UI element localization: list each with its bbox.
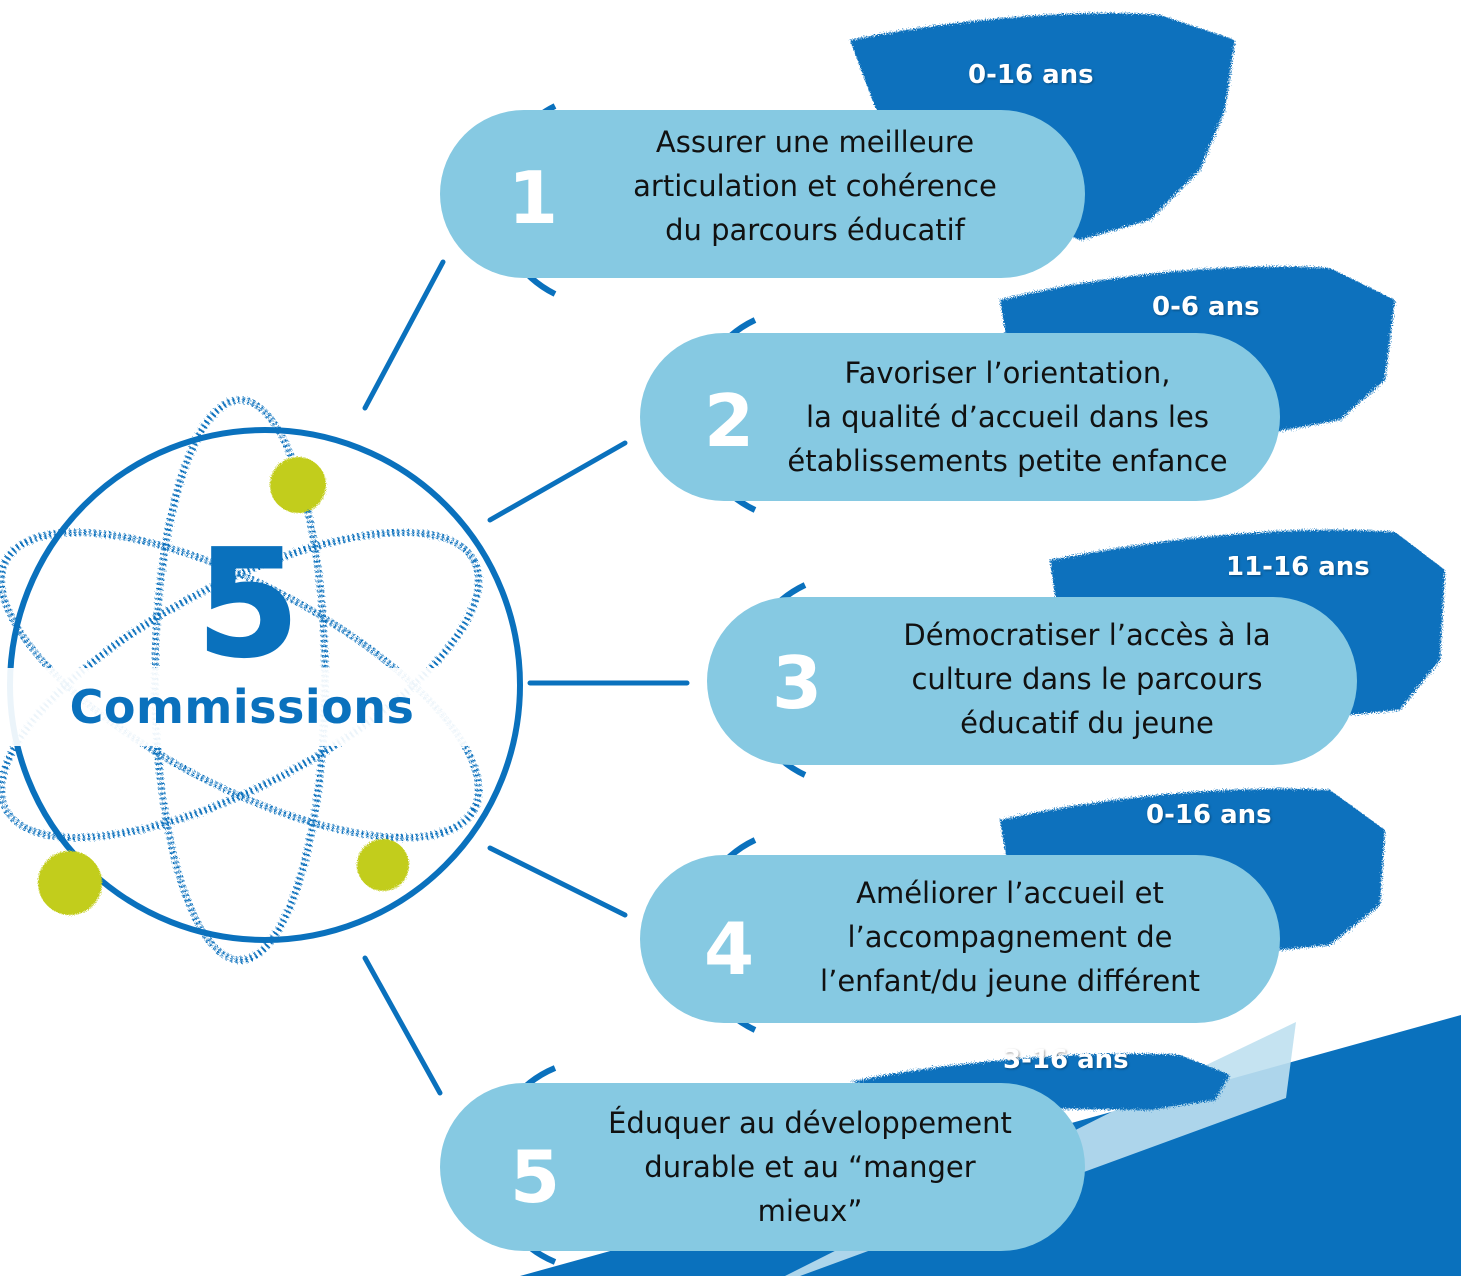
commission-5-line-2: durable et au “manger [644,1150,976,1184]
commission-2-line-2: la qualité d’accueil dans les [806,400,1209,434]
commission-4-line-2: l’accompagnement de [847,920,1173,954]
age-label-1: 0-16 ans [968,60,1094,90]
commission-card-2: 2 Favoriser l’orientation, la qualité d’… [640,333,1280,501]
electron-3 [357,839,409,891]
age-label-4: 0-16 ans [1146,800,1272,830]
commission-card-1: 1 Assurer une meilleure articulation et … [440,110,1085,278]
commission-text-3: Démocratiser l’accès à la culture dans l… [852,613,1322,745]
commission-card-5: 5 Éduquer au développement durable et au… [440,1083,1085,1251]
commission-number-1: 1 [508,156,559,240]
connector-1 [362,259,446,411]
orbit-tilt-left [0,528,483,842]
commission-text-1: Assurer une meilleure articulation et co… [580,120,1050,252]
commission-number-3: 3 [772,641,823,725]
commission-3-line-3: éducatif du jeune [960,706,1214,740]
connector-4 [487,845,628,918]
commission-4-line-1: Améliorer l’accueil et [856,876,1164,910]
commission-2-line-1: Favoriser l’orientation, [844,356,1171,390]
connector-5 [362,955,443,1096]
commission-2-line-3: établissements petite enfance [787,444,1228,478]
age-label-2: 0-6 ans [1152,292,1260,322]
commission-number-2: 2 [704,379,755,463]
commission-1-line-3: du parcours éducatif [665,213,965,247]
age-label-3: 11-16 ans [1226,552,1370,582]
commission-text-2: Favoriser l’orientation, la qualité d’ac… [740,351,1275,483]
electron-1 [270,457,326,513]
orbit-tilt-right [0,528,483,842]
commission-4-line-3: l’enfant/du jeune différent [820,964,1200,998]
commission-3-line-1: Démocratiser l’accès à la [903,618,1271,652]
connector-2 [487,440,628,523]
commission-card-3: 3 Démocratiser l’accès à la culture dans… [707,597,1357,765]
commission-5-line-1: Éduquer au développement [608,1106,1012,1140]
commission-card-4: 4 Améliorer l’accueil et l’accompagnemen… [640,855,1280,1023]
commission-text-5: Éduquer au développement durable et au “… [575,1101,1045,1233]
commission-5-line-3: mieux” [757,1194,863,1228]
commission-3-line-2: culture dans le parcours [911,662,1263,696]
commission-1-line-1: Assurer une meilleure [655,125,975,159]
commission-1-line-2: articulation et cohérence [633,169,997,203]
electron-2 [38,851,102,915]
commission-text-4: Améliorer l’accueil et l’accompagnement … [765,871,1255,1003]
commission-number-5: 5 [510,1135,561,1219]
center-title: Commissions [0,668,484,746]
commission-count: 5 [196,518,301,690]
commission-number-4: 4 [704,907,755,991]
age-label-5: 3-16 ans [1003,1045,1129,1075]
